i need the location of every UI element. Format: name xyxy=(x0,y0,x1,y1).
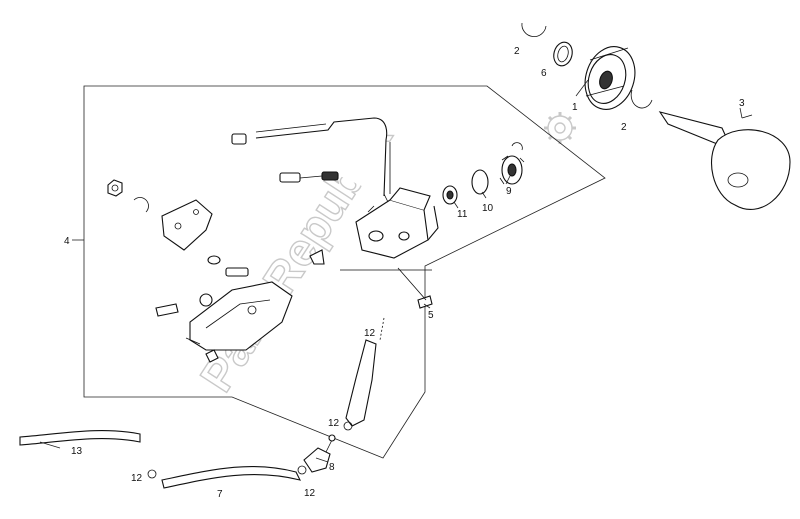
washer-6 xyxy=(553,41,573,67)
washer-mid xyxy=(199,293,213,307)
callout-12-left: 12 xyxy=(131,473,143,484)
callout-11: 11 xyxy=(457,209,468,220)
bushing xyxy=(207,255,221,265)
callout-1: 1 xyxy=(572,102,578,113)
clamp-12-bottom xyxy=(297,465,307,475)
pump-nipple xyxy=(309,249,325,265)
pump-feed-hose xyxy=(255,117,388,197)
hose-13 xyxy=(19,430,141,446)
clamp-12-left xyxy=(147,469,157,479)
callout-13: 13 xyxy=(71,446,83,457)
assembly-outline xyxy=(83,85,606,459)
bolt-5 xyxy=(417,295,433,309)
washer-left xyxy=(133,197,149,213)
callout-labels: 1 2 2 3 4 5 6 7 8 9 10 11 12 12 12 12 13 xyxy=(64,46,745,500)
return-hose xyxy=(345,339,377,427)
callout-10: 10 xyxy=(482,203,494,214)
clip-9 xyxy=(511,142,523,151)
callout-8: 8 xyxy=(329,462,335,473)
pump-lever-cover xyxy=(189,281,293,351)
callout-12-mid: 12 xyxy=(328,418,340,429)
threaded-rod xyxy=(225,267,249,277)
pump-drive-gear xyxy=(499,155,525,185)
callout-7: 7 xyxy=(217,489,223,500)
hose-end-cap xyxy=(231,133,247,145)
crankshaft xyxy=(658,111,791,210)
callout-3: 3 xyxy=(739,98,745,109)
callout-4: 4 xyxy=(64,236,70,247)
callout-6: 6 xyxy=(541,68,547,79)
oil-pump-body xyxy=(355,187,439,259)
callout-12-upper: 12 xyxy=(364,328,376,339)
callout-12-bottom: 12 xyxy=(304,488,316,499)
hose-7 xyxy=(161,465,302,489)
circlip-right xyxy=(630,89,653,109)
callout-2-right: 2 xyxy=(621,122,627,133)
drive-pulley xyxy=(584,46,636,110)
oil-filter xyxy=(303,447,331,473)
callout-5: 5 xyxy=(428,310,434,321)
leader-lines xyxy=(39,79,743,463)
mount-bracket xyxy=(161,199,213,251)
small-screw xyxy=(205,349,219,363)
gear-icon xyxy=(544,112,576,144)
seal-10 xyxy=(471,169,489,195)
nut xyxy=(107,179,123,197)
callout-2-upper: 2 xyxy=(514,46,520,57)
bolt-left xyxy=(155,303,179,317)
circlip-upper xyxy=(521,22,547,37)
plug xyxy=(279,172,301,183)
callout-9: 9 xyxy=(506,186,512,197)
